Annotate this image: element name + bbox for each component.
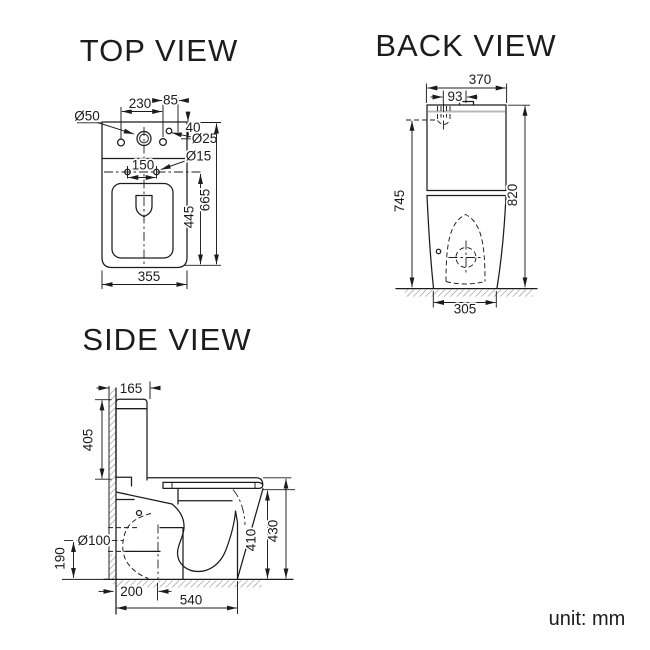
svg-text:190: 190 bbox=[53, 547, 68, 570]
dim-665: 665 bbox=[196, 123, 219, 265]
dim-93: 93 bbox=[430, 87, 478, 106]
dim-dia50: Ø50 bbox=[72, 107, 134, 135]
trapway-curve bbox=[171, 503, 239, 580]
tank-body bbox=[115, 407, 148, 481]
back-view: BACK VIEW bbox=[375, 28, 556, 318]
svg-text:Ø25: Ø25 bbox=[192, 131, 218, 146]
dim-540: 540 bbox=[116, 591, 237, 611]
dim-230: 230 bbox=[121, 94, 163, 114]
extension-lines bbox=[62, 381, 295, 614]
svg-text:165: 165 bbox=[120, 381, 143, 396]
small-top-hole bbox=[165, 127, 173, 135]
wall-hatch-lower bbox=[109, 554, 116, 580]
shelf-line bbox=[115, 491, 173, 505]
svg-text:745: 745 bbox=[392, 190, 407, 213]
seat-ring bbox=[111, 182, 174, 259]
front-slope-line bbox=[236, 488, 264, 580]
dim-745: 745 bbox=[390, 120, 415, 288]
svg-text:Ø100: Ø100 bbox=[77, 533, 110, 548]
tank-base-step bbox=[115, 476, 133, 487]
svg-text:40: 40 bbox=[185, 120, 200, 135]
top-view-title: TOP VIEW bbox=[80, 33, 238, 68]
svg-text:85: 85 bbox=[163, 92, 178, 107]
svg-text:230: 230 bbox=[129, 96, 152, 111]
svg-text:200: 200 bbox=[120, 584, 143, 599]
dim-355: 355 bbox=[102, 267, 187, 287]
dim-dia25: Ø25 bbox=[171, 129, 219, 148]
extension-lines bbox=[77, 96, 221, 289]
pedestal-right bbox=[496, 194, 507, 289]
wall-hatch-upper bbox=[109, 388, 116, 526]
svg-text:370: 370 bbox=[469, 72, 492, 87]
svg-text:405: 405 bbox=[81, 429, 96, 452]
svg-text:Ø50: Ø50 bbox=[74, 109, 100, 124]
bolt-cap bbox=[135, 509, 143, 517]
dim-190: 190 bbox=[51, 542, 76, 578]
dim-370: 370 bbox=[427, 70, 506, 91]
inlet-detail bbox=[406, 103, 451, 130]
svg-text:355: 355 bbox=[138, 269, 161, 284]
top-view: TOP VIEW bbox=[72, 33, 238, 289]
svg-text:430: 430 bbox=[266, 520, 281, 543]
top-view-body bbox=[101, 121, 204, 269]
right-hole bbox=[158, 137, 168, 147]
svg-text:540: 540 bbox=[180, 593, 203, 608]
unit-label: unit: mm bbox=[549, 608, 626, 630]
dim-410: 410 bbox=[242, 490, 270, 579]
top-view-dimensions: 230 85 40 Ø50 Ø25 bbox=[72, 91, 221, 289]
dim-dia100: Ø100 bbox=[64, 531, 124, 550]
svg-text:445: 445 bbox=[182, 206, 197, 229]
svg-text:Ø15: Ø15 bbox=[186, 149, 212, 164]
side-view: SIDE VIEW bbox=[51, 322, 295, 615]
outlet-pipe bbox=[125, 526, 184, 580]
seat-and-cover bbox=[146, 477, 264, 490]
back-view-dimensions: 370 93 745 820 305 bbox=[390, 70, 530, 318]
extension-lines bbox=[425, 83, 530, 308]
dim-dia15: Ø15 bbox=[160, 147, 213, 171]
svg-text:93: 93 bbox=[447, 89, 462, 104]
bowl-outline bbox=[101, 121, 188, 269]
dim-85: 85 bbox=[152, 91, 189, 109]
dim-445: 445 bbox=[180, 174, 203, 265]
dim-165: 165 bbox=[96, 379, 161, 398]
dim-305: 305 bbox=[434, 300, 496, 318]
dim-200: 200 bbox=[98, 582, 172, 601]
side-view-title: SIDE VIEW bbox=[82, 322, 251, 357]
svg-text:410: 410 bbox=[244, 529, 259, 552]
dim-820: 820 bbox=[503, 105, 528, 288]
tank-outline bbox=[426, 104, 507, 192]
ground-hatch bbox=[113, 580, 262, 588]
flush-button bbox=[458, 100, 475, 106]
side-view-dimensions: 165 405 Ø100 190 200 bbox=[51, 379, 295, 614]
dim-150: 150 bbox=[128, 156, 156, 180]
ground-hatch bbox=[404, 289, 533, 297]
svg-text:305: 305 bbox=[454, 302, 477, 317]
svg-text:150: 150 bbox=[132, 157, 155, 172]
back-view-title: BACK VIEW bbox=[375, 28, 556, 63]
hidden-lines bbox=[108, 489, 246, 580]
dim-405: 405 bbox=[79, 400, 105, 479]
pedestal-left bbox=[426, 194, 435, 289]
dim-430: 430 bbox=[264, 478, 289, 579]
svg-text:820: 820 bbox=[505, 184, 520, 207]
trap-hidden-outline bbox=[435, 213, 486, 285]
svg-text:665: 665 bbox=[198, 189, 213, 212]
back-view-body bbox=[395, 100, 538, 297]
side-view-body bbox=[103, 386, 294, 615]
tank-lid bbox=[115, 398, 148, 410]
left-hole bbox=[116, 138, 126, 147]
dim-40: 40 bbox=[181, 111, 202, 140]
